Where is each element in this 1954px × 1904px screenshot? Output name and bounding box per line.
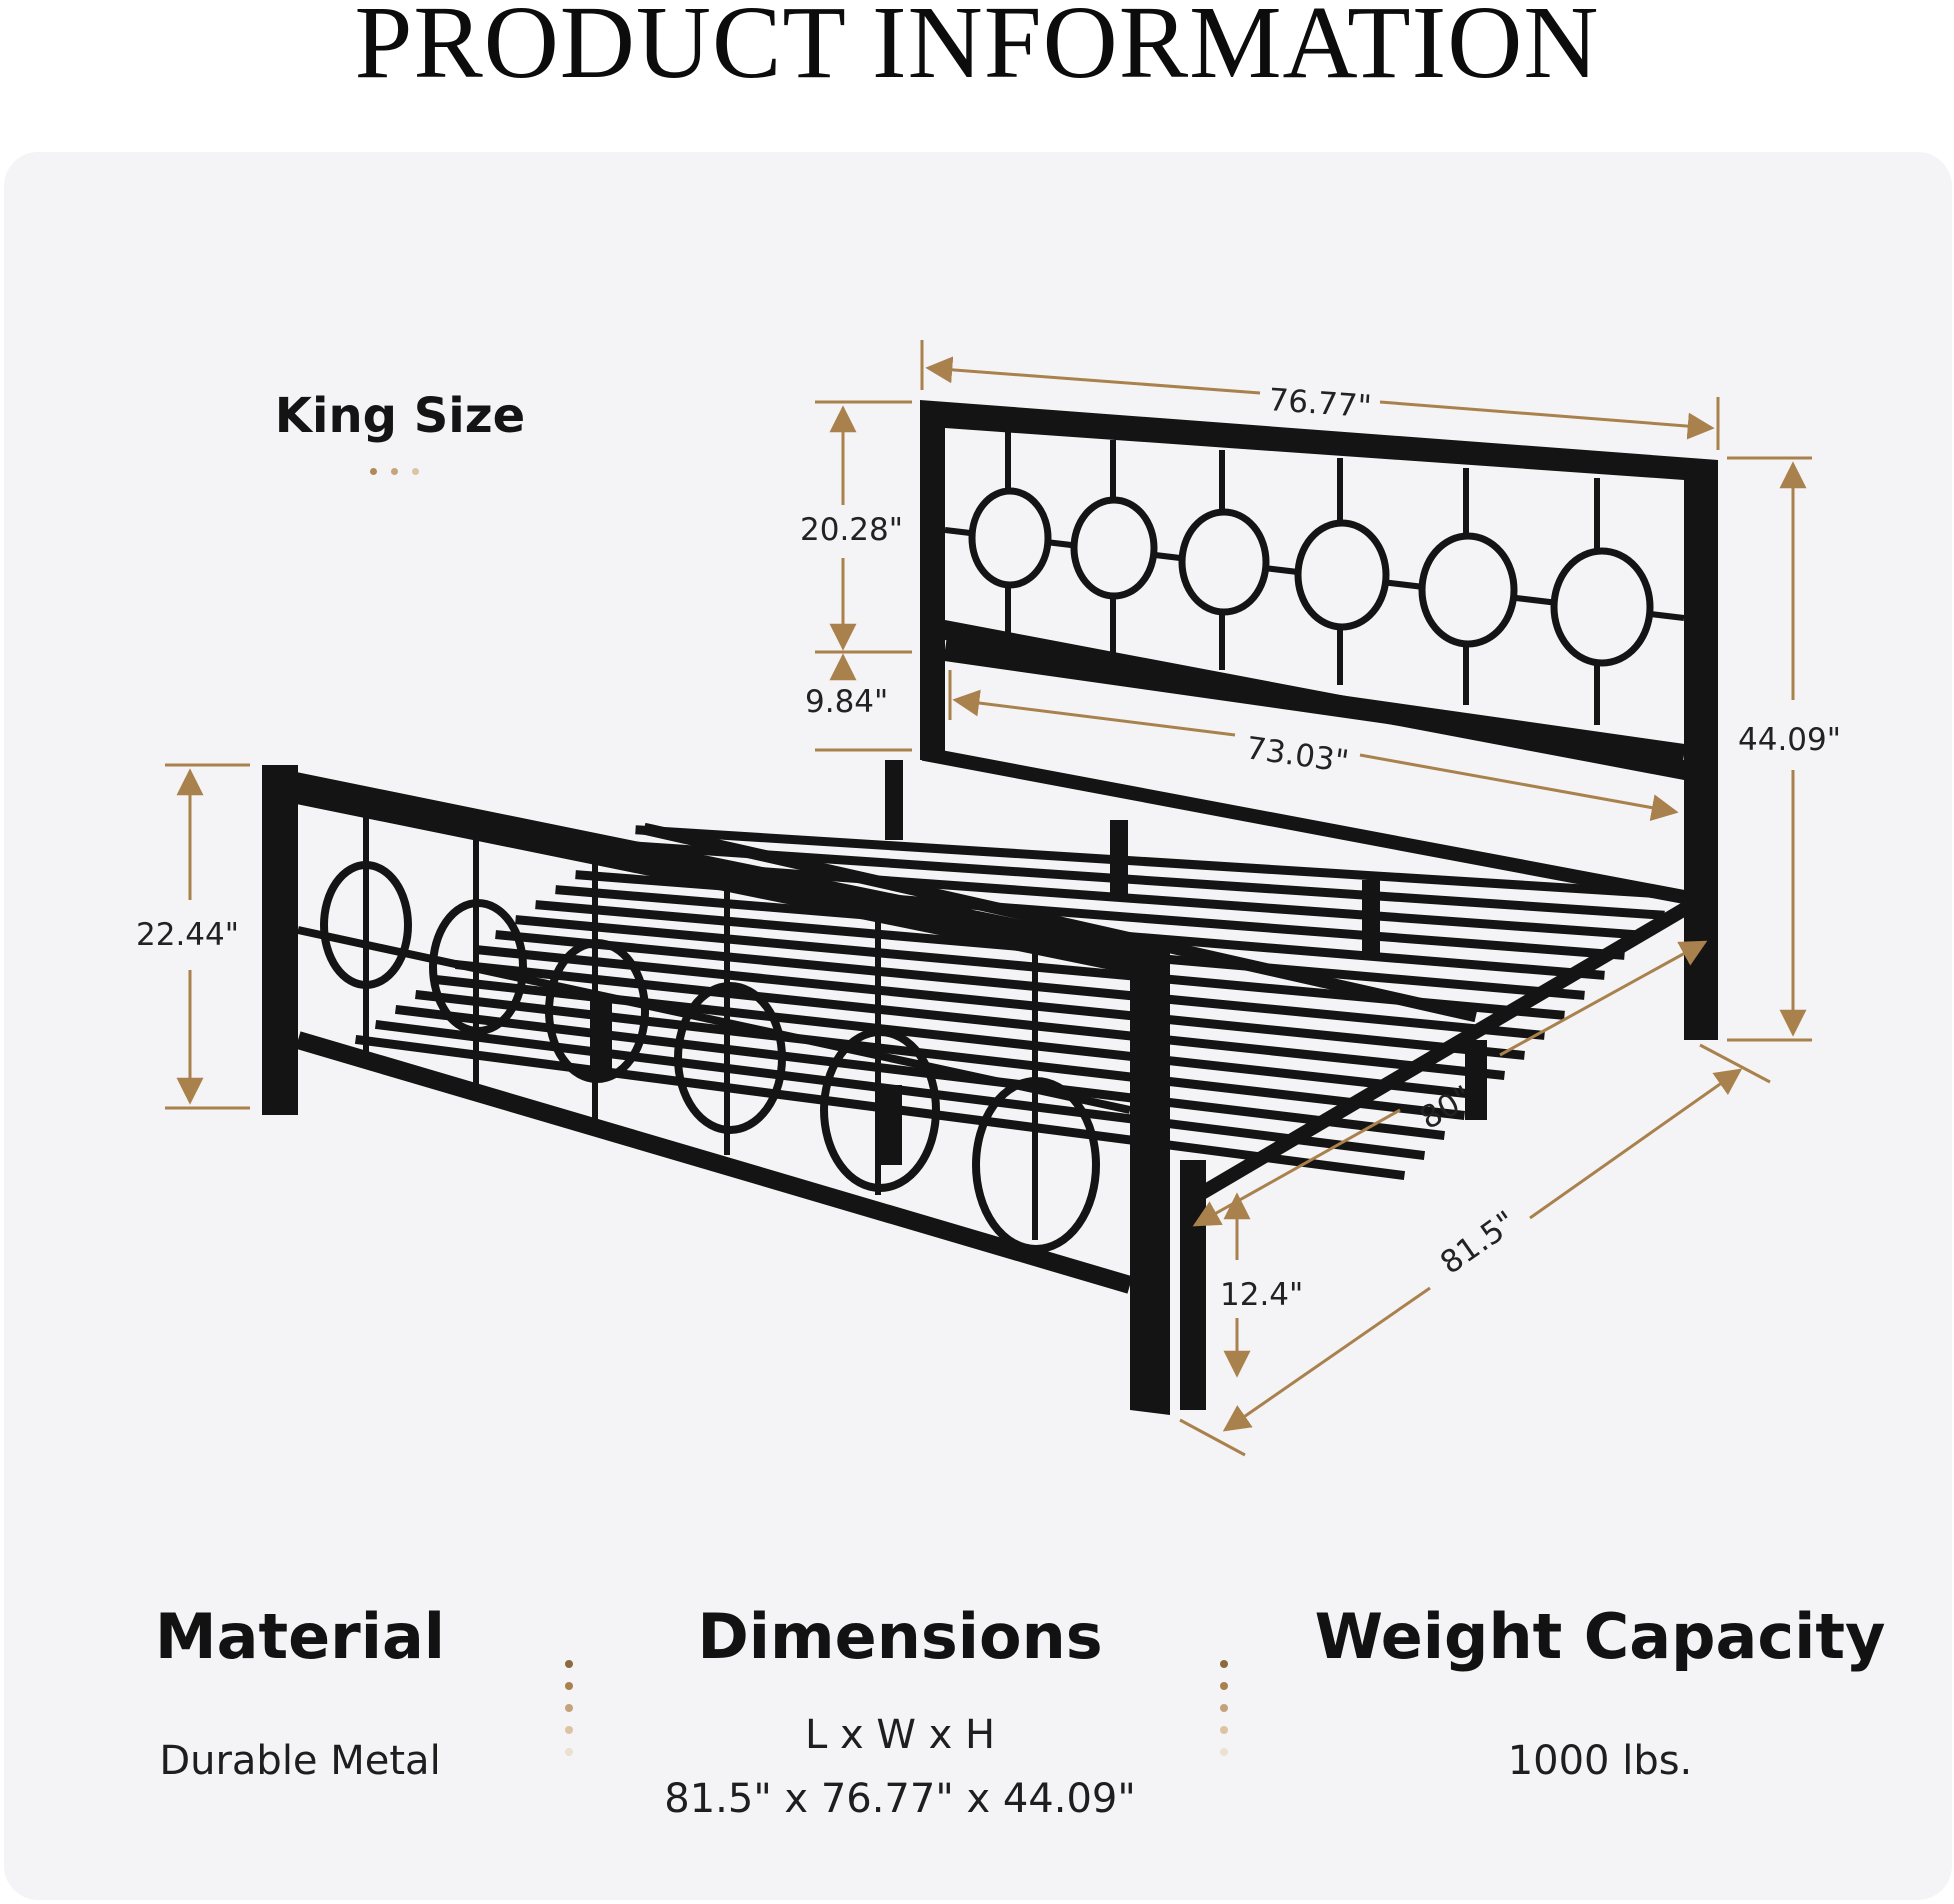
dimension-lines [165, 340, 1812, 1457]
weight-heading: Weight Capacity [1314, 1600, 1886, 1673]
dimensions-info: Dimensions L x W x H 81.5" x 76.77" x 44… [640, 1600, 1160, 1831]
material-info: Material Durable Metal [100, 1600, 500, 1793]
footboard [262, 765, 1170, 1415]
material-heading: Material [154, 1600, 446, 1673]
separator-dots [1220, 1660, 1230, 1770]
dimensions-formula: L x W x H [804, 1712, 996, 1758]
dim-inner-width: 73.03" [1244, 730, 1351, 780]
headboard [920, 400, 1718, 1040]
size-dots-decoration [370, 462, 440, 475]
dim-headboard-gap: 9.84" [805, 684, 888, 720]
page-title: PRODUCT INFORMATION [354, 0, 1600, 100]
weight-info: Weight Capacity 1000 lbs. [1280, 1600, 1920, 1793]
dim-total-length: 81.5" [1434, 1204, 1523, 1281]
material-value: Durable Metal [159, 1738, 441, 1784]
separator-dots [565, 1660, 575, 1770]
dim-footboard-height: 22.44" [136, 917, 239, 953]
dimensions-value: 81.5" x 76.77" x 44.09" [664, 1776, 1136, 1822]
weight-value: 1000 lbs. [1507, 1738, 1693, 1784]
dim-headboard-panel-height: 20.28" [800, 512, 903, 548]
dim-headboard-width: 76.77" [1267, 382, 1372, 425]
dimensions-heading: Dimensions [697, 1600, 1103, 1673]
dim-total-height: 44.09" [1738, 722, 1841, 758]
dim-under-bed-clearance: 12.4" [1220, 1277, 1303, 1313]
size-label: King Size [274, 388, 526, 444]
